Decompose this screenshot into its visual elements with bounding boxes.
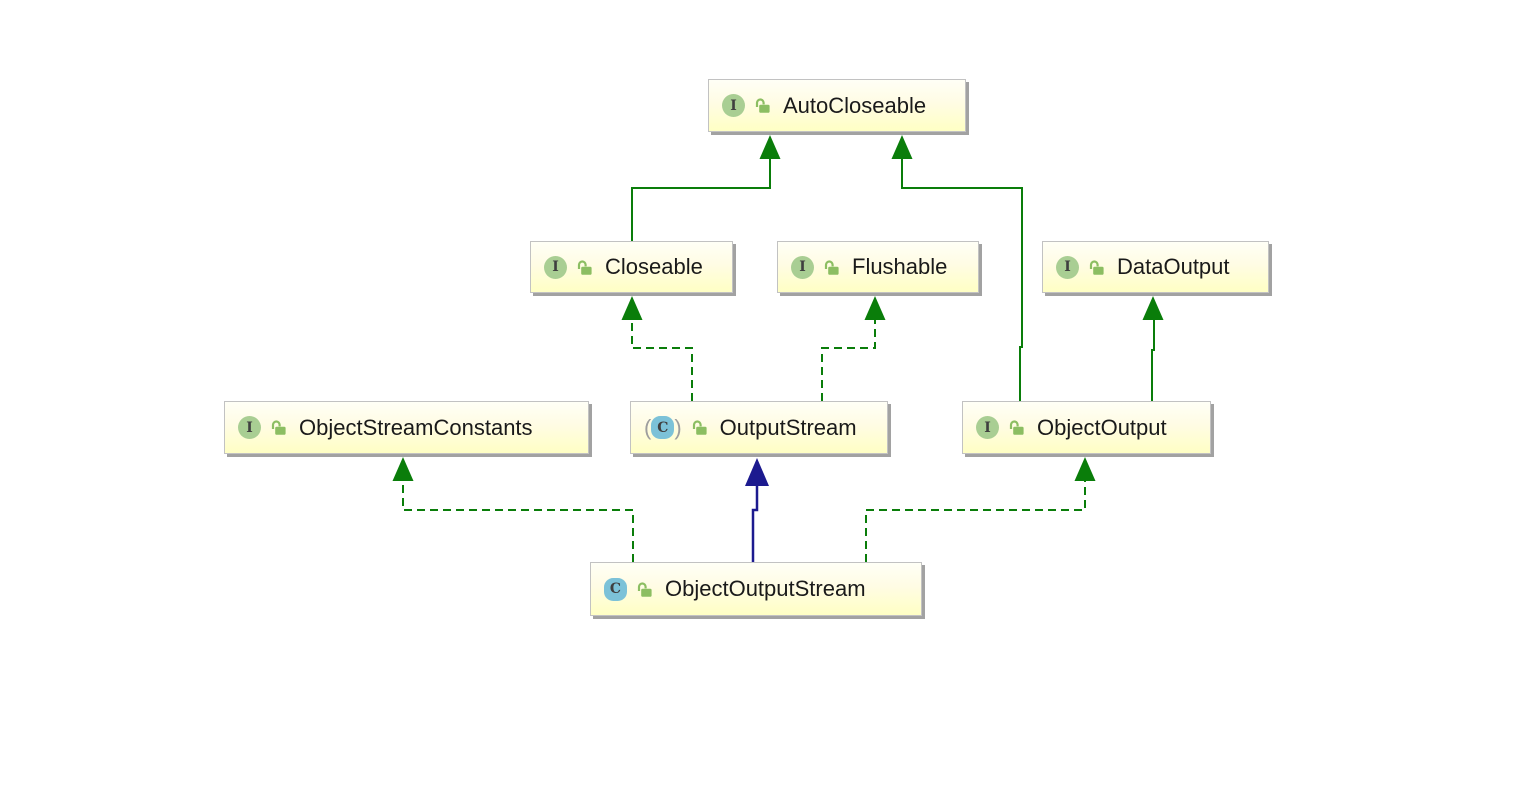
arrowhead [745,458,769,486]
class-icon: C [604,577,627,601]
edge-outputstream-implements-flushable [821,296,886,401]
open-lock-icon [692,420,707,435]
node-label: Flushable [852,254,948,279]
arrowhead [392,457,414,481]
arrowhead [864,296,886,320]
class-icon: C [651,416,675,439]
interface-icon: I [976,416,999,439]
node-closeable[interactable]: I Closeable [530,241,733,293]
abstract-paren-left: ( [644,415,652,440]
node-label: Closeable [605,254,703,279]
open-lock-icon [1009,420,1024,435]
node-outputstream[interactable]: ( C ) OutputStream [630,401,888,454]
open-lock-icon [271,420,286,435]
edge-objectoutput-extends-dataoutput [1142,296,1164,401]
open-lock-icon [577,259,592,275]
interface-icon: I [791,255,814,279]
node-objectoutputstream[interactable]: C ObjectOutputStream [590,562,922,616]
node-label: AutoCloseable [783,92,927,118]
arrowhead [759,135,781,159]
node-dataoutput[interactable]: I DataOutput [1042,241,1269,293]
interface-icon: I [722,94,745,117]
open-lock-icon [824,259,839,275]
arrowhead [891,135,913,159]
edge-objectoutputstream-extends-outputstream [745,458,769,562]
arrowhead [621,296,643,320]
edge-objectoutput-extends-autocloseable [891,135,1023,401]
node-objectstreamconstants[interactable]: I ObjectStreamConstants [224,401,589,454]
edge-objectoutputstream-implements-objectstreamconstants [392,457,634,562]
node-objectoutput[interactable]: I ObjectOutput [962,401,1211,454]
node-autocloseable[interactable]: I AutoCloseable [708,79,966,132]
node-label: ObjectStreamConstants [299,414,533,440]
edge-outputstream-implements-closeable [621,296,693,401]
open-lock-icon [755,98,770,113]
interface-icon: I [544,255,567,279]
node-label: ObjectOutputStream [665,576,866,601]
arrowhead [1142,296,1164,320]
interface-icon: I [1056,255,1079,279]
edge-closeable-extends-autocloseable [631,135,781,241]
node-flushable[interactable]: I Flushable [777,241,979,293]
arrowhead [1074,457,1096,481]
interface-icon: I [238,416,261,439]
abstract-class-icon: ( C ) [644,416,682,439]
abstract-paren-right: ) [674,415,682,440]
node-label: DataOutput [1117,254,1230,279]
node-label: OutputStream [719,414,857,440]
node-label: ObjectOutput [1037,414,1167,440]
open-lock-icon [1089,259,1104,275]
open-lock-icon [637,581,652,597]
edge-objectoutputstream-implements-objectoutput [865,457,1096,562]
